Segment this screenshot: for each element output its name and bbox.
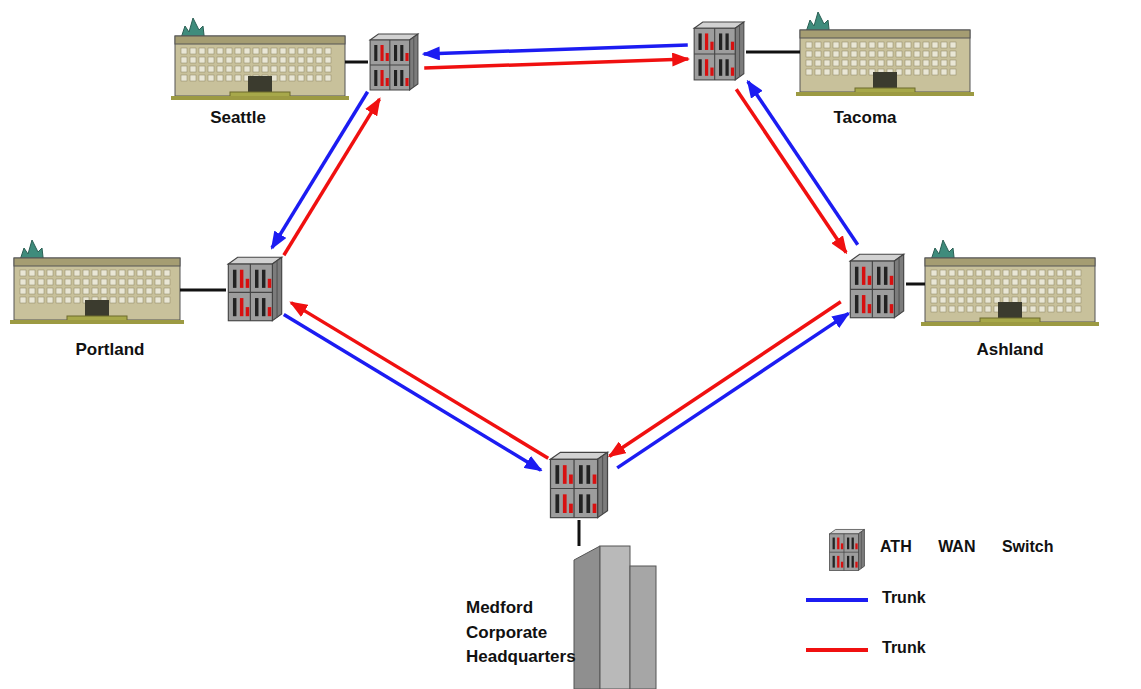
trunk-line — [284, 99, 380, 255]
legend-label: Trunk — [882, 589, 926, 607]
wan-switch: Tacoma — [692, 20, 746, 82]
legend-swatch — [806, 598, 868, 602]
office-building — [921, 240, 1099, 326]
wan-switch: Ashland — [848, 252, 906, 320]
legend-label: ATH WAN Switch — [880, 538, 1053, 556]
office-building — [10, 240, 184, 324]
site-link — [345, 61, 368, 64]
site-label: Portland — [30, 338, 190, 363]
trunk-line — [424, 59, 688, 68]
trunk-line — [617, 313, 848, 467]
site-label: Seattle — [158, 106, 318, 131]
office-building — [796, 12, 974, 96]
site-label: Ashland — [930, 338, 1090, 363]
legend-switch-icon — [828, 528, 866, 572]
trunk-line — [424, 45, 688, 54]
trunk-line — [272, 92, 368, 248]
trunk-line — [748, 81, 858, 244]
headquarters-tower — [574, 546, 656, 689]
legend-label: Trunk — [882, 639, 926, 657]
wan-switch: Seattle — [368, 32, 420, 92]
site-link — [578, 520, 581, 546]
site-label: Tacoma — [785, 106, 945, 131]
site-label: Medford Corporate Headquarters — [466, 596, 584, 670]
switch-icon — [226, 255, 284, 323]
trunk-line — [736, 89, 846, 252]
wan-switch: Portland — [226, 255, 284, 323]
wan-switch: Medford Corporate Headquarters — [548, 450, 610, 520]
switch-icon — [548, 450, 610, 520]
legend-swatch — [806, 648, 868, 652]
site-link — [906, 283, 925, 286]
trunk-line — [609, 302, 840, 456]
trunk-line — [284, 315, 541, 471]
trunk-line — [291, 303, 548, 459]
site-link — [746, 51, 800, 54]
site-link — [180, 289, 226, 292]
switch-icon — [368, 32, 420, 92]
switch-icon — [692, 20, 746, 82]
switch-icon — [848, 252, 906, 320]
office-building — [171, 18, 349, 100]
